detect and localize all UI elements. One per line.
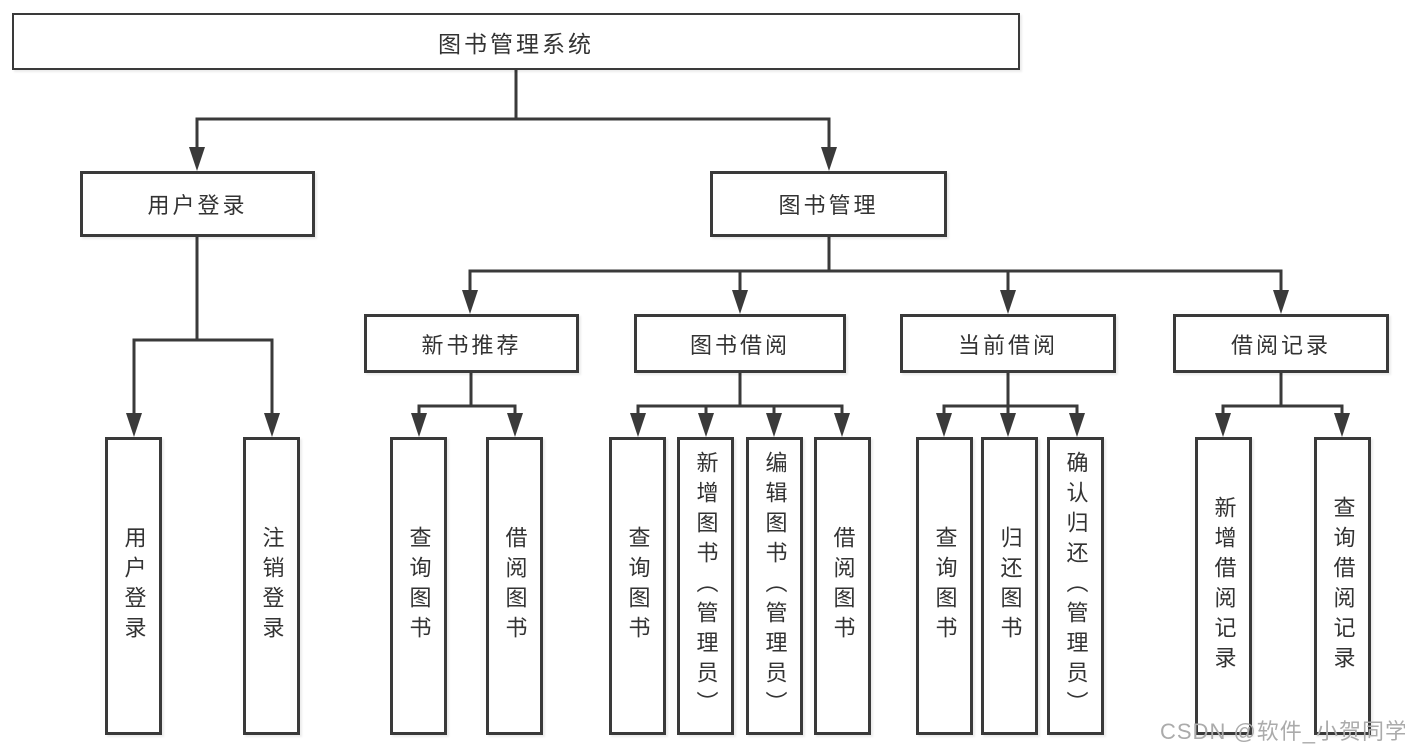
leaf-return-books: 归还图书 [981,437,1038,735]
node-library-management-system: 图书管理系统 [12,13,1020,70]
leaf-query-borrow-record: 查询借阅记录 [1314,437,1371,735]
node-borrowing-records: 借阅记录 [1173,314,1389,373]
leaf-logout: 注销登录 [243,437,300,735]
connector-current-borrowing-to-leaves [936,373,1085,437]
connector-book-borrowing-to-leaves [630,373,850,437]
connector-root-to-level2 [189,70,837,171]
leaf-add-borrow-record: 新增借阅记录 [1195,437,1252,735]
leaf-query-books-recommend: 查询图书 [390,437,447,735]
csdn-watermark: CSDN @软件_小贺同学 [1160,719,1405,744]
node-book-management: 图书管理 [710,171,947,237]
leaf-borrow-books-recommend: 借阅图书 [486,437,543,735]
connector-new-book-recommendation-to-leaves [411,373,523,437]
node-new-book-recommendation: 新书推荐 [364,314,579,373]
connector-borrowing-records-to-leaves [1215,373,1350,437]
leaf-query-books-current: 查询图书 [916,437,973,735]
leaf-edit-book-admin: 编辑图书（管理员） [746,437,803,735]
leaf-confirm-return-admin: 确认归还（管理员） [1047,437,1104,735]
leaf-user-login: 用户登录 [105,437,162,735]
connector-book-management-to-level3 [462,237,1289,314]
connector-user-login-to-leaves [126,237,280,437]
leaf-query-books-borrowing: 查询图书 [609,437,666,735]
leaf-borrow-books-borrowing: 借阅图书 [814,437,871,735]
node-book-borrowing: 图书借阅 [634,314,846,373]
node-current-borrowing: 当前借阅 [900,314,1116,373]
node-user-login: 用户登录 [80,171,315,237]
leaf-add-book-admin: 新增图书（管理员） [677,437,734,735]
